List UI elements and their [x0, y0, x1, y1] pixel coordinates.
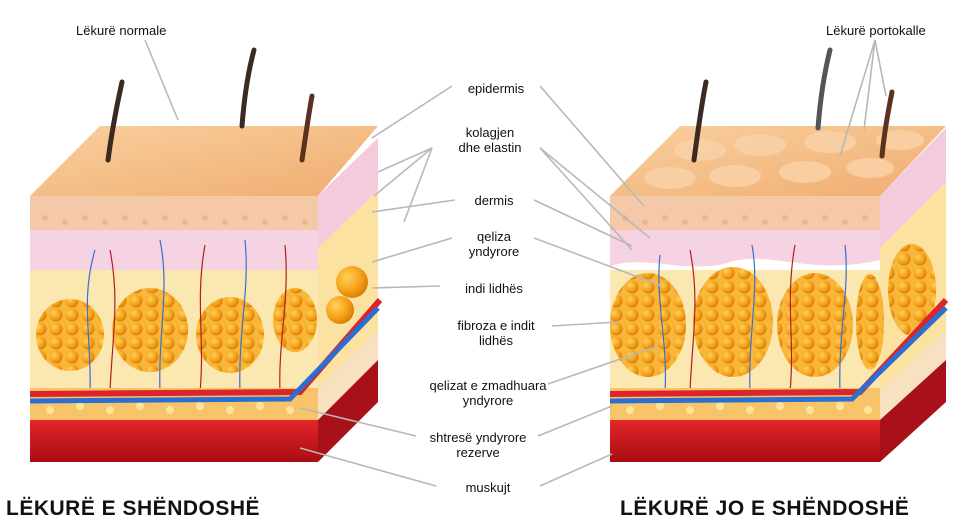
label-reserve-line2: rezerve: [430, 445, 527, 460]
label-connective-tissue: indi lidhës: [465, 281, 523, 296]
label-normal-skin: Lëkurë normale: [76, 23, 166, 38]
title-unhealthy-skin: LËKURË JO E SHËNDOSHË: [620, 497, 909, 521]
label-dermis: dermis: [474, 193, 513, 208]
label-fat-cells-line2: yndyrore: [469, 244, 520, 259]
label-enlarged-line1: qelizat e zmadhuara: [429, 378, 546, 393]
healthy-skin-block: [30, 50, 380, 462]
label-enlarged-line2: yndyrore: [429, 393, 546, 408]
healthy-dermis: [30, 230, 318, 270]
label-collagen-line1: kolagjen: [459, 125, 522, 140]
label-fibrosis: fibroza e indit lidhës: [457, 318, 534, 348]
label-reserve-line1: shtresë yndyrore: [430, 430, 527, 445]
label-fibrosis-line1: fibroza e indit: [457, 318, 534, 333]
unhealthy-muscle: [610, 420, 880, 462]
healthy-muscle: [30, 420, 318, 462]
label-muscles: muskujt: [466, 480, 511, 495]
label-collagen-line2: dhe elastin: [459, 140, 522, 155]
label-enlarged-fat-cells: qelizat e zmadhuara yndyrore: [429, 378, 546, 408]
label-fat-cells-line1: qeliza: [469, 229, 520, 244]
healthy-top-face: [30, 126, 378, 196]
unhealthy-skin-block: [610, 50, 946, 462]
title-healthy-skin: LËKURË E SHËNDOSHË: [6, 497, 260, 521]
label-fibrosis-line2: lidhës: [457, 333, 534, 348]
label-collagen-elastin: kolagjen dhe elastin: [459, 125, 522, 155]
label-reserve-fat: shtresë yndyrore rezerve: [430, 430, 527, 460]
label-orange-skin: Lëkurë portokalle: [826, 23, 926, 38]
label-fat-cells: qeliza yndyrore: [469, 229, 520, 259]
label-epidermis: epidermis: [468, 81, 524, 96]
